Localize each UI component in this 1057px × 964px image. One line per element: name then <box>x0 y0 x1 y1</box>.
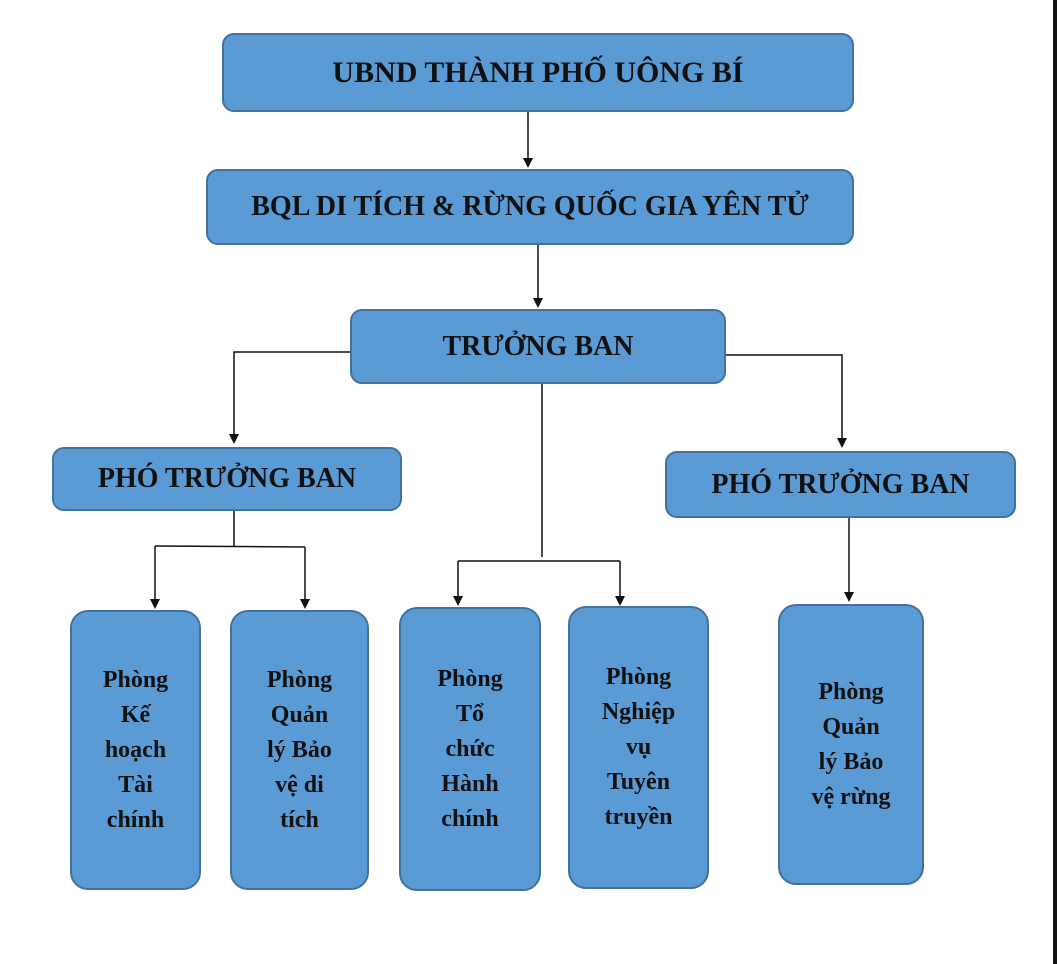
dept-line: lý Bảo <box>818 748 884 775</box>
dept-nghiep-vu-tuyen-truyen: Phòng Nghiệp vụ Tuyên truyền <box>568 606 709 889</box>
pho-truong-ban-left-box: PHÓ TRƯỞNG BAN <box>52 447 402 511</box>
dept-line: truyền <box>604 804 673 830</box>
dept-line: Quản <box>822 713 880 740</box>
dept-line: chức <box>445 735 495 762</box>
pho-truong-ban-right-box: PHÓ TRƯỞNG BAN <box>665 451 1016 518</box>
dept-line: Hành <box>441 770 499 797</box>
dept-line: Tuyên <box>606 769 671 795</box>
dept-line: Phòng <box>605 664 672 690</box>
pho-truong-ban-right-label: PHÓ TRƯỞNG BAN <box>711 468 970 500</box>
arrow-truong-ban-pho-right <box>726 354 847 448</box>
dept-line: hoạch <box>104 736 167 763</box>
dept-line: Tài <box>118 771 153 798</box>
ubnd-label: UBND THÀNH PHỐ UÔNG BÍ <box>332 55 744 89</box>
right-border <box>1053 0 1057 964</box>
dept-line: chính <box>441 805 499 832</box>
dept-line: Nghiệp <box>601 699 676 725</box>
dept-line: vụ <box>625 734 652 760</box>
dept-to-chuc-hanh-chinh: Phòng Tổ chức Hành chính <box>399 607 541 891</box>
dept-line: chính <box>106 806 165 833</box>
dept-line: Phòng <box>818 678 884 705</box>
dept-line: Phòng <box>102 666 169 693</box>
bql-label: BQL DI TÍCH & RỪNG QUỐC GIA YÊN TỬ <box>251 191 809 222</box>
pho-truong-ban-left-label: PHÓ TRƯỞNG BAN <box>97 463 357 494</box>
dept-quan-ly-bao-ve-di-tich: Phòng Quản lý Bảo vệ di tích <box>230 610 369 890</box>
dept-line: vệ rừng <box>811 783 891 810</box>
dept-line: tích <box>280 806 319 833</box>
dept-line: lý Bảo <box>267 736 332 763</box>
arrow-truong-ban-pho-left <box>229 351 350 444</box>
dept-line: Quản <box>270 701 329 728</box>
dept-line: Phòng <box>266 666 333 693</box>
bql-box: BQL DI TÍCH & RỪNG QUỐC GIA YÊN TỬ <box>206 169 854 245</box>
ubnd-box: UBND THÀNH PHỐ UÔNG BÍ <box>222 33 854 112</box>
dept-line: vệ di <box>275 771 324 798</box>
dept-line: Phòng <box>437 665 503 692</box>
dept-ke-hoach-tai-chinh: Phòng Kế hoạch Tài chính <box>70 610 201 890</box>
dept-line: Kế <box>120 701 151 728</box>
truong-ban-box: TRƯỞNG BAN <box>350 309 726 384</box>
line-left-branch <box>154 545 306 548</box>
dept-quan-ly-bao-ve-rung: Phòng Quản lý Bảo vệ rừng <box>778 604 924 885</box>
dept-line: Tổ <box>455 700 484 727</box>
truong-ban-label: TRƯỞNG BAN <box>442 330 634 362</box>
